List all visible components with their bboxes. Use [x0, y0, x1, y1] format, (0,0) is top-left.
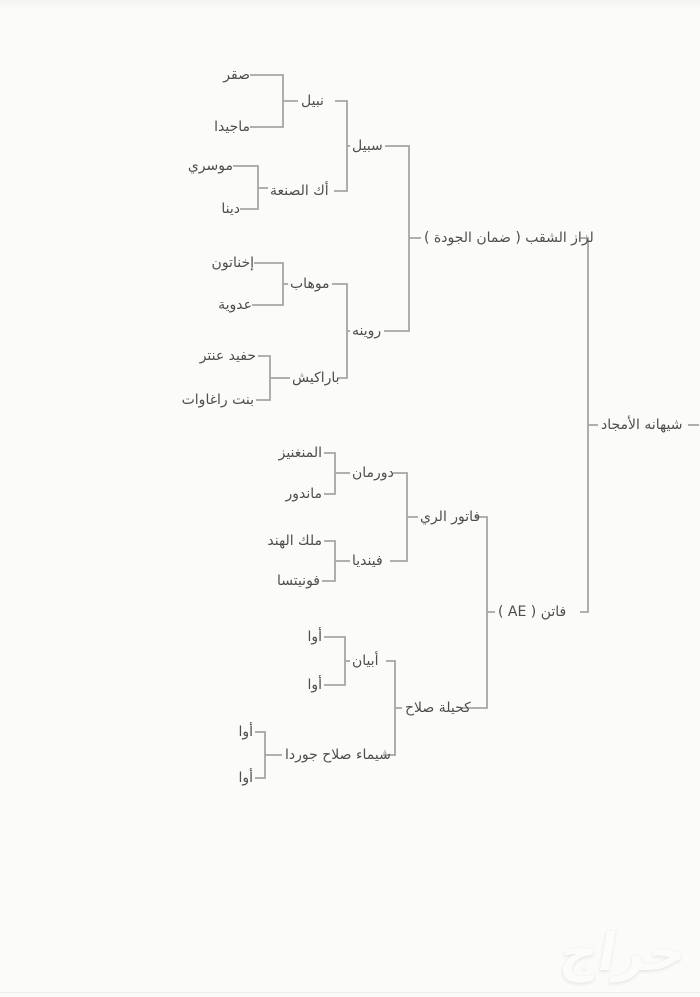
node-mohab: موهاب [290, 276, 330, 292]
node-dina: دينا [221, 201, 240, 217]
node-fonitsa: فونيتسا [276, 573, 320, 589]
bottom-divider [0, 992, 700, 993]
top-shade [0, 0, 700, 9]
node-vindia: فينديا [352, 553, 383, 569]
node-awa-4: أوا [238, 770, 253, 786]
node-shaihana-alamjad-root: شيهانه الأمجاد [601, 417, 683, 433]
node-rwinah: روينه [352, 323, 382, 339]
node-fator-alri: فاتور الري [420, 509, 481, 525]
node-dorman: دورمان [352, 465, 394, 481]
node-sabeel: سبيل [352, 138, 383, 154]
node-ikhnaton: إخناتون [211, 255, 254, 271]
node-shaimaa-salah-jorda: شيماء صلاح جوردا [285, 747, 391, 763]
node-hafid-antar: حفيد عنتر [199, 348, 256, 364]
node-awa-3: أوا [238, 724, 253, 740]
node-kahila-salah: كحيلة صلاح [405, 700, 471, 716]
node-mandour: ماندور [285, 486, 322, 502]
node-ak-alsanaa: أك الصنعة [270, 183, 329, 199]
node-majida: ماجيدا [214, 119, 250, 135]
node-nabil: نبيل [301, 93, 324, 109]
haraj-watermark-logo: حراج [555, 923, 692, 983]
node-lzaz-alshaqab: لزاز الشقب ( ضمان الجودة ) [424, 230, 594, 246]
node-faten-ae: فاتن ( AE ) [498, 604, 567, 620]
node-malik-alhind: ملك الهند [267, 533, 322, 549]
node-manganiz: المنغنيز [278, 445, 322, 461]
node-awa-1: أوا [307, 629, 322, 645]
node-mousari: موسري [187, 158, 233, 174]
node-abyan: أبيان [352, 653, 379, 669]
node-bint-raghawat: بنت راغاوات [181, 392, 254, 408]
node-saqr: صقر [223, 67, 250, 83]
node-barakish: باراكيش [292, 370, 340, 386]
node-awa-2: أوا [307, 677, 322, 693]
node-adawiya: عدوية [218, 297, 252, 313]
